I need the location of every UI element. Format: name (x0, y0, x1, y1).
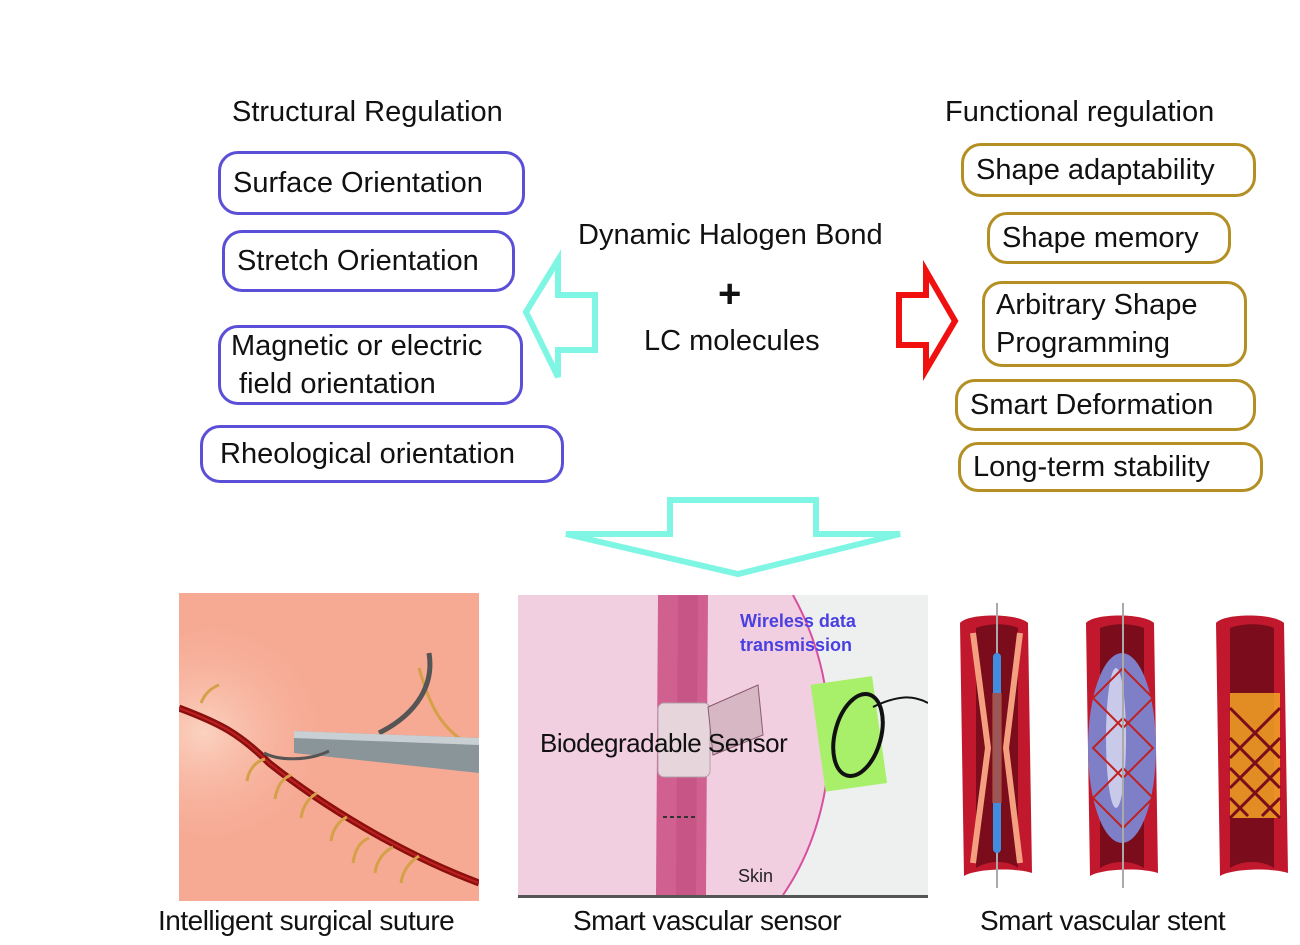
stent-stage-2 (1086, 603, 1158, 888)
functional-item-shape-adaptability: Shape adaptability (961, 143, 1256, 197)
structural-regulation-heading: Structural Regulation (232, 96, 503, 128)
functional-item-arbitrary-shape-programming: Arbitrary Shape Programming (982, 281, 1247, 367)
functional-item-smart-deformation: Smart Deformation (955, 379, 1256, 431)
caption-surgical-suture: Intelligent surgical suture (158, 905, 455, 936)
biodegradable-sensor-label: Biodegradable Sensor (540, 728, 788, 758)
caption-vascular-sensor: Smart vascular sensor (573, 905, 842, 936)
functional-item-long-term-stability: Long-term stability (958, 442, 1263, 492)
arrow-left-outline-icon (522, 249, 598, 379)
skin-label: Skin (738, 866, 774, 886)
arrow-down-outline-icon (565, 497, 901, 578)
structural-item-field-orientation: Magnetic or electric field orientation (218, 325, 523, 405)
plus-sign: + (718, 272, 742, 316)
stent-stage-3 (1216, 615, 1288, 876)
arrow-right-outline-icon (896, 259, 959, 381)
stent-stage-1 (960, 603, 1032, 888)
functional-regulation-heading: Functional regulation (945, 96, 1215, 128)
vascular-stent-illustration (948, 598, 1298, 898)
caption-vascular-stent: Smart vascular stent (980, 905, 1226, 936)
structural-item-surface-orientation: Surface Orientation (218, 151, 525, 215)
dynamic-halogen-bond-label: Dynamic Halogen Bond (578, 219, 883, 251)
lc-molecules-label: LC molecules (644, 325, 820, 357)
wireless-data-transmission-label: Wireless data transmission (740, 611, 856, 655)
structural-item-stretch-orientation: Stretch Orientation (222, 230, 515, 292)
surgical-suture-illustration (179, 593, 479, 901)
functional-item-shape-memory: Shape memory (987, 212, 1231, 264)
structural-item-rheological-orientation: Rheological orientation (200, 425, 564, 483)
vascular-sensor-illustration: Wireless data transmission Biodegradable… (518, 595, 928, 898)
